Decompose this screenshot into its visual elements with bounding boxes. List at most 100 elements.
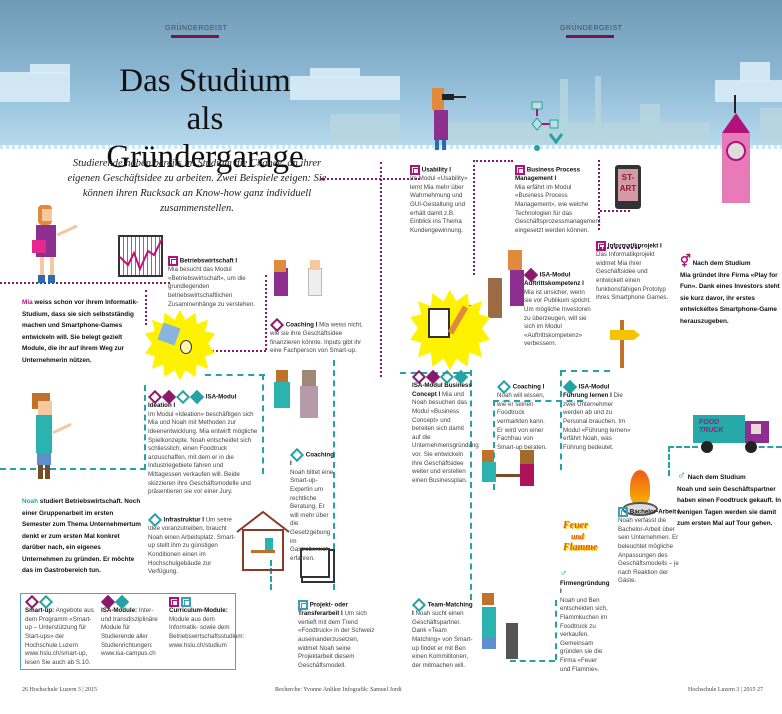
logo-text: Flamme: [563, 542, 598, 553]
truck-cargo: FOOD TRUCK: [693, 415, 745, 443]
papers-icon: [300, 548, 330, 578]
noah-path: [333, 360, 335, 590]
step-title: Bachelor-Arbeit I: [629, 508, 680, 516]
step-title: Coaching I: [285, 321, 318, 329]
isa-icon: [189, 389, 205, 405]
fire-illustration: [622, 470, 658, 520]
step-title: Informatikprojekt I: [607, 242, 662, 250]
skyline: [640, 104, 660, 144]
legend-text: Module aus dem Informatik- sowie dem Bet…: [169, 615, 245, 649]
noah-path: [560, 370, 562, 470]
noah-path: [493, 400, 583, 402]
mia-path: [265, 275, 267, 350]
male-symbol-icon: ♂: [560, 568, 568, 579]
step-text: Noah bittet eine Smart-up-Expertin um re…: [290, 468, 334, 562]
step-title: ISA-Modul Business Concept I: [412, 382, 472, 398]
footer-right: Hochschule Luzern 3 | 2015 27: [688, 687, 764, 693]
legend-smartup: Smart-up: Angebote aus dem Programm «Sma…: [24, 594, 95, 667]
noah-figure: [26, 393, 76, 483]
curriculum-module-icon: [618, 507, 628, 517]
outcome-title: Nach dem Studium: [687, 474, 746, 481]
step-coaching-mia: Coaching I Mia weiss nicht, wie sie ihre…: [269, 317, 370, 356]
smartup-icon: [289, 447, 305, 463]
mia-name: Mia: [22, 299, 33, 306]
noah-coach-figures: [272, 370, 332, 420]
legend-title: Curriculum-Module:: [169, 607, 228, 615]
step-projekt-transfer: Projekt- oder Transferarbeit I Um sich v…: [298, 600, 378, 670]
mia-path: [0, 282, 170, 284]
skyline: [440, 122, 710, 144]
noah-name: Noah: [22, 498, 38, 505]
step-text: Um sich vertieft mit dem Trend «Foodtruc…: [298, 610, 375, 669]
mia-path: [473, 160, 475, 275]
step-title: Usability I: [421, 166, 451, 174]
noah-path: [555, 600, 557, 660]
cloud: [310, 68, 360, 78]
step-text: Um seine Idee voranzutreiben, braucht No…: [148, 516, 236, 576]
outcome-noah: ♂ Nach dem Studium Noah und sein Geschäf…: [677, 469, 782, 530]
mia-path: [473, 160, 513, 162]
noah-path: [668, 446, 670, 476]
footer-credits: Recherche: Yvonne Anliker Infografik: Sa…: [275, 687, 402, 693]
trend-line-icon: [119, 238, 163, 272]
curriculum-module-icon: [410, 165, 420, 175]
outcome-text: Noah und sein Geschäftspartner haben ein…: [677, 485, 782, 528]
step-auftrittskompetenz: ISA-Modul Auftrittskompetenz I Mia ist u…: [523, 267, 594, 349]
logo-text: Feuer: [563, 520, 588, 531]
step-text: Im Modul «Usability» lernt Mia mehr über…: [410, 175, 468, 234]
intro-noah-text: studiert Betriebswirtschaft. Noch einer …: [22, 498, 141, 574]
step-fuehrung: ISA-Modul Führung lernen I Die zwei Unte…: [562, 379, 635, 452]
step-title: ISA-Modul Ideation I: [148, 393, 237, 410]
step-text: Das Informatikprojekt widmet Mia ihrer G…: [596, 251, 669, 302]
mia-path: [380, 162, 382, 377]
screen-text: ST-: [621, 173, 635, 182]
step-team-matching: Team-Matching I Noah sucht einen Geschäf…: [411, 597, 474, 670]
smartup-icon: [175, 389, 191, 405]
outcome-title: Nach dem Studium: [692, 260, 751, 267]
step-betriebswirtschaft: Betriebswirtschaft I Mia besucht das Mod…: [168, 256, 266, 309]
step-text: Noah will wissen, wie er seinen Foodtruc…: [497, 392, 547, 451]
step-text: Mia und Noah besuchen das Modul «Busines…: [412, 390, 479, 484]
noah-path: [470, 370, 472, 600]
kicker-underline: [171, 35, 219, 38]
curriculum-module-icon: [596, 241, 606, 251]
cloud: [290, 76, 400, 100]
lightbulb-icon: [180, 340, 192, 354]
outcome-mia: ⚥ Nach dem Studium Mia gründet ihre Firm…: [680, 254, 780, 327]
footer-left: 26 Hochschule Luzern 3 | 2015: [22, 687, 98, 693]
female-symbol-icon: ⚥: [680, 254, 691, 268]
mia-lectern-figure: [488, 250, 538, 320]
intro-mia: Mia weiss schon vor ihrem Informatik-Stu…: [22, 297, 142, 366]
page-title: Das Studium als Gründergarage: [90, 62, 320, 176]
noah-path: [270, 560, 272, 590]
noah-path: [750, 446, 782, 448]
step-title: Business Process Management I: [515, 166, 581, 183]
step-title: Firmengründung I: [560, 579, 610, 596]
noah-path: [493, 400, 495, 490]
legend-box: Smart-up: Angebote aus dem Programm «Sma…: [20, 593, 244, 670]
legend-curriculum: Curriculum-Module: Module aus dem Inform…: [169, 597, 244, 650]
step-text: Mia ist unsicher, wenn sie vor Publikum …: [524, 288, 592, 348]
step-text: Die zwei Unternehmer werden ab und zu Pe…: [563, 392, 631, 451]
truck-text: TRUCK: [699, 427, 724, 434]
rocket-illustration: [720, 95, 752, 205]
smartphone-illustration: ST- ART: [615, 165, 641, 209]
intro-noah: Noah studiert Betriebswirtschaft. Noch e…: [22, 496, 142, 577]
mia-path: [598, 160, 600, 230]
flowchart-illustration: [530, 100, 570, 155]
cloud: [30, 64, 70, 74]
step-business-concept: ISA-Modul Business Concept I Mia und Noa…: [411, 369, 479, 485]
kicker-underline: [566, 35, 614, 38]
step-text: Im Modul «Ideation» beschäftigen sich Mi…: [148, 410, 258, 496]
foodtruck-illustration: FOOD TRUCK: [693, 415, 775, 455]
step-isa-ideation: ISA-Modul Ideation I Im Modul «Ideation»…: [147, 389, 258, 497]
step-bachelor: Bachelor-Arbeit I Noah verfasst die Bach…: [618, 507, 680, 586]
noah-path: [0, 468, 146, 470]
noah-ben-figures: [480, 593, 520, 663]
legend-isa: ISA-Module: Inter- und transdisziplinäre…: [100, 594, 163, 659]
legend-title: Smart-up:: [25, 607, 55, 615]
noah-path: [560, 370, 610, 372]
cloud: [740, 62, 770, 82]
curriculum-module-icon: [168, 256, 178, 266]
noah-coaching-table-figures: [480, 450, 540, 495]
